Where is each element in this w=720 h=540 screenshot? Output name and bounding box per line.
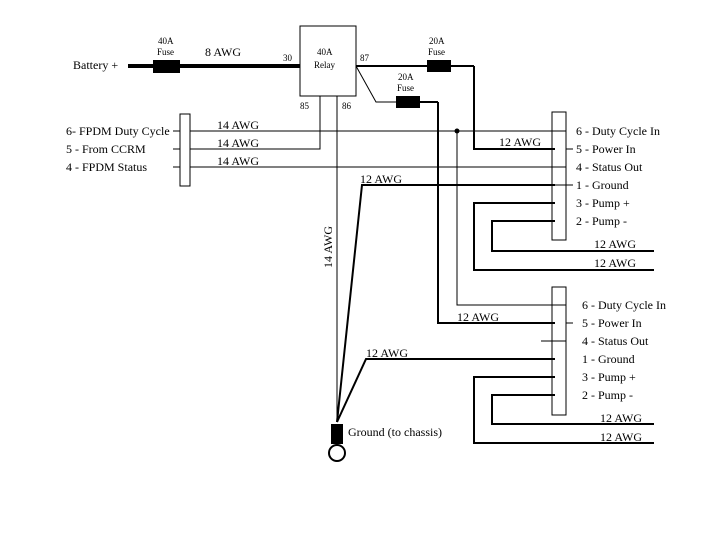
wire-14awg-label-3: 14 AWG xyxy=(217,154,259,168)
relay-box xyxy=(299,25,357,97)
fuse-20a-top-word: Fuse xyxy=(428,47,445,57)
lower-pump-plus-wire xyxy=(473,376,654,444)
fpdm-connector xyxy=(179,113,191,187)
fpdm-pin-6: 6- FPDM Duty Cycle xyxy=(66,124,170,138)
lower-power-wire xyxy=(437,102,555,324)
fuse-40a-word: Fuse xyxy=(157,47,174,57)
fuse-20a-mid-body xyxy=(396,96,420,108)
pump-upper-label-b: 12 AWG xyxy=(594,256,636,270)
lower-duty-cycle-wire xyxy=(456,131,566,306)
fuse-20a-mid-rating: 20A xyxy=(398,72,414,82)
lower-pin-3: 3 - Pump + xyxy=(582,370,636,384)
fuse-40a-rating: 40A xyxy=(158,36,174,46)
ground-ring-icon xyxy=(328,444,346,462)
relay-rating: 40A xyxy=(317,47,333,57)
fuse-20a-mid-word: Fuse xyxy=(397,83,414,93)
upper-pump-minus-wire xyxy=(491,220,654,252)
upper-pin-5: 5 - Power In xyxy=(576,142,636,156)
lower-pin-6: 6 - Duty Cycle In xyxy=(582,298,666,312)
pump-lower-label-b: 12 AWG xyxy=(600,430,642,444)
relay-pin-87: 87 xyxy=(360,53,370,63)
relay-85-wire xyxy=(190,96,321,150)
upper-pump-plus-wire xyxy=(473,202,654,271)
battery-label: Battery + xyxy=(73,58,118,72)
ground-lower-label: 12 AWG xyxy=(366,346,408,360)
upper-pin-2: 2 - Pump - xyxy=(576,214,627,228)
relay-pin-86: 86 xyxy=(342,101,352,111)
fpdm-pin-5: 5 - From CCRM xyxy=(66,142,146,156)
lower-ground-wire xyxy=(336,358,555,423)
upper-pin-3: 3 - Pump + xyxy=(576,196,630,210)
fuse-40a-body xyxy=(153,60,180,73)
upper-pin-1: 1 - Ground xyxy=(576,178,629,192)
wire-8awg-label: 8 AWG xyxy=(205,45,241,59)
upper-power-wire xyxy=(473,66,555,150)
relay-pin-30: 30 xyxy=(283,53,293,63)
fuse-20a-top-body xyxy=(427,60,451,72)
relay-word: Relay xyxy=(314,60,335,70)
relay-87-branch-wire xyxy=(355,65,396,103)
upper-pump-connector xyxy=(551,111,567,241)
lower-pin-5: 5 - Power In xyxy=(582,316,642,330)
fuse-20a-top-rating: 20A xyxy=(429,36,445,46)
status-upper-label: 12 AWG xyxy=(360,172,402,186)
lower-pin-2: 2 - Pump - xyxy=(582,388,633,402)
wire-14awg-vertical-label: 14 AWG xyxy=(321,226,335,268)
upper-pin-6: 6 - Duty Cycle In xyxy=(576,124,660,138)
ground-label: Ground (to chassis) xyxy=(348,425,442,439)
wire-14awg-label-2: 14 AWG xyxy=(217,136,259,150)
fpdm-pin-4: 4 - FPDM Status xyxy=(66,160,147,174)
upper-ground-wire xyxy=(336,184,555,423)
pump-lower-label-a: 12 AWG xyxy=(600,411,642,425)
lower-pump-minus-wire xyxy=(491,394,654,425)
relay-pin-85: 85 xyxy=(300,101,310,111)
pump-upper-label-a: 12 AWG xyxy=(594,237,636,251)
ground-terminal-body xyxy=(331,424,343,444)
upper-pin-4: 4 - Status Out xyxy=(576,160,643,174)
lower-pin-4: 4 - Status Out xyxy=(582,334,649,348)
lower-feed-label: 12 AWG xyxy=(457,310,499,324)
upper-feed-label: 12 AWG xyxy=(499,135,541,149)
lower-pump-connector xyxy=(551,286,567,416)
lower-pin-1: 1 - Ground xyxy=(582,352,635,366)
wire-14awg-label-1: 14 AWG xyxy=(217,118,259,132)
